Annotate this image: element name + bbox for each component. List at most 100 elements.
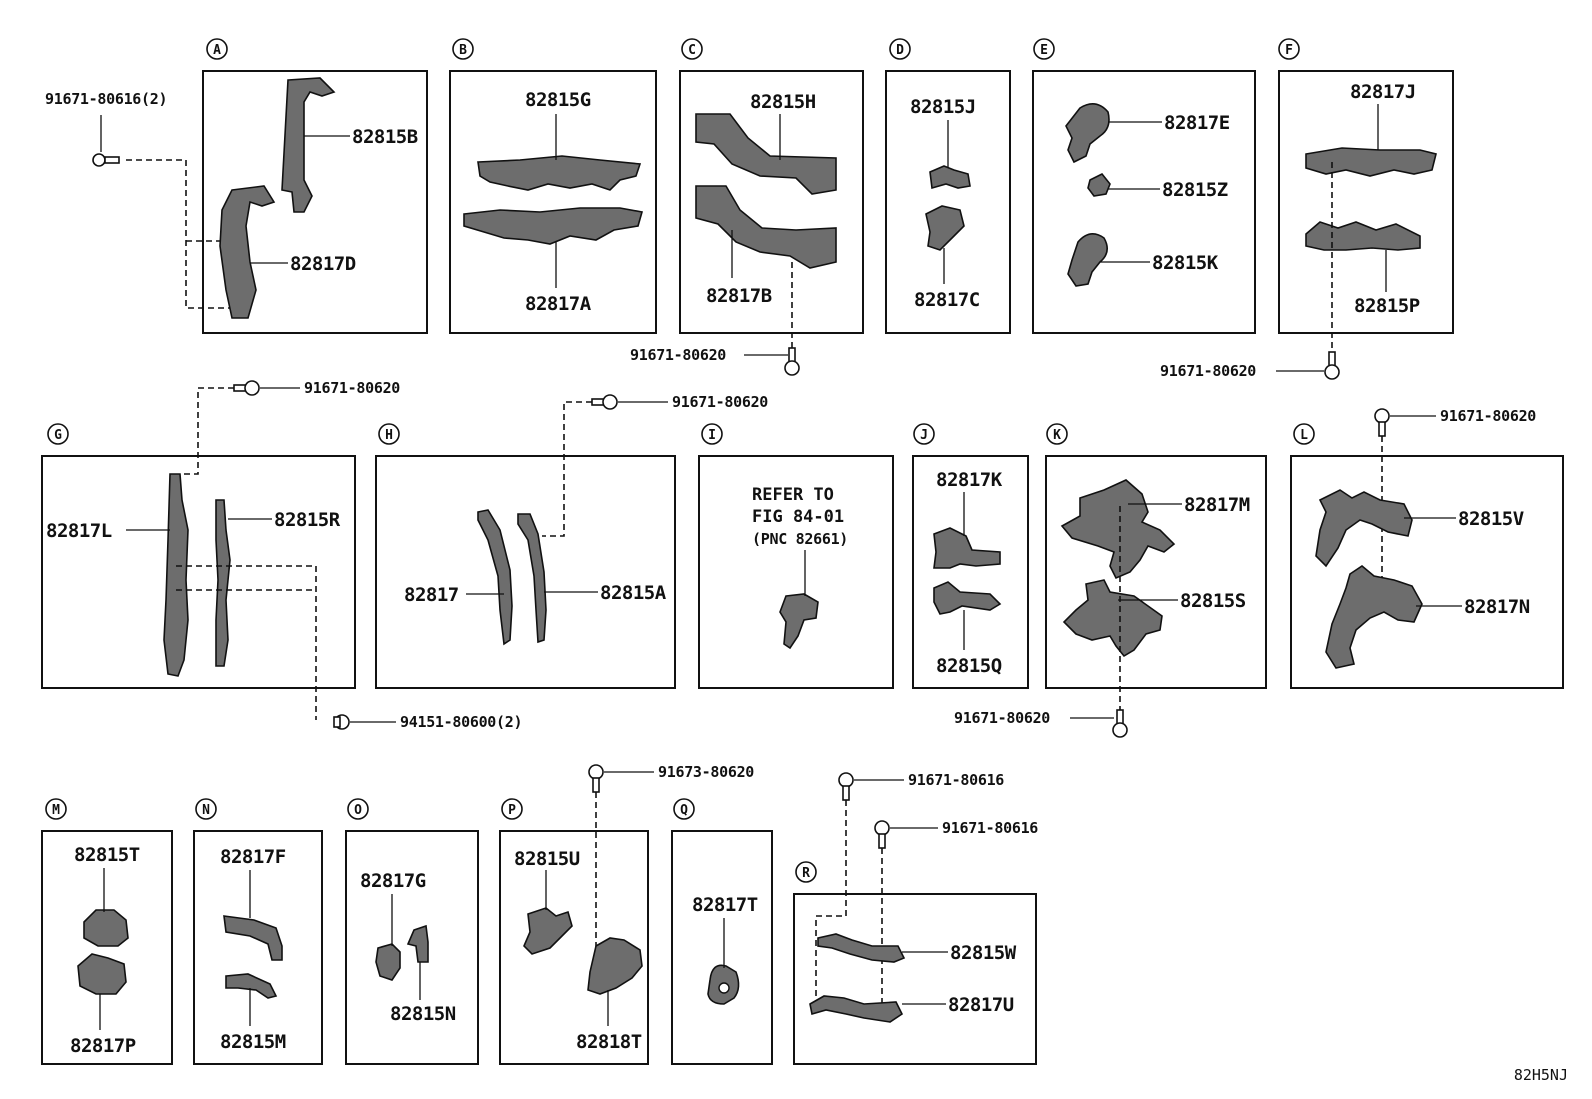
section-c-letter: C [688,43,696,58]
section-d: 82815J 82817C [910,96,980,311]
section-j: 82817K 82815Q [933,469,1003,677]
clip-part [83,909,129,947]
grommet-part [1067,233,1108,287]
section-f: 82817J 82815P 91671-80620 [1160,81,1437,380]
section-l-letter: L [1300,428,1308,443]
section-h-box [375,455,676,689]
part-label: 82818T [576,1031,642,1053]
bracket-part [1305,147,1437,177]
section-h: 82817 82815A 91671-80620 [404,393,769,646]
part-label: 82817U [948,994,1014,1016]
part-label: 82817D [290,253,356,275]
bracket-part [1305,221,1421,251]
section-n-box [193,830,323,1065]
fastener-label: 91671-80616 [942,819,1038,837]
section-m-letter: M [52,803,60,818]
section-g-box [41,455,356,689]
bracket-part [225,973,278,999]
part-label: 82817G [360,870,426,892]
part-label: 82815S [1180,590,1246,612]
channel-part [477,509,513,646]
bracket-part [779,593,819,650]
section-q-letter: Q [680,803,688,818]
bracket-part [219,185,276,319]
section-e-letter: E [1040,43,1048,58]
bracket-part [695,113,837,195]
part-label: 82817E [1164,112,1230,134]
part-label: 82815B [352,126,418,148]
bolt-icon [838,772,854,801]
nut-icon [333,714,350,730]
fastener-label: 94151-80600(2) [400,713,522,731]
section-i: REFER TO FIG 84-01 (PNC 82661) [752,485,848,650]
section-k: 82817M 82815S 91671-80620 [954,479,1250,738]
clip-part [406,924,429,963]
part-label: 82817P [70,1035,136,1057]
bolt-icon [874,820,890,849]
section-d-letter: D [896,43,904,58]
bracket-part [281,77,336,213]
section-d-box [885,70,1011,334]
bolt-icon [233,380,260,396]
section-m-box [41,830,173,1065]
bracket-part [933,527,1001,569]
bracket-part [809,995,904,1023]
fastener-label: 91673-80620 [658,763,754,781]
part-label: 82817J [1350,81,1416,103]
section-j-box [912,455,1029,689]
part-label: 82815U [514,848,580,870]
fastener-label: 91671-80616 [908,771,1004,789]
fastener-label: 91671-80620 [304,379,400,397]
section-o: 82817G 82815N [360,870,456,1025]
bracket-part [933,581,1002,615]
section-c: 82815H 82817B 91671-80620 [630,91,837,376]
section-a-box [202,70,428,334]
refer-note-line: REFER TO [752,485,834,505]
bracket-part [817,933,906,963]
part-label: 82815K [1152,252,1219,274]
section-q: 82817T [692,894,758,1005]
section-o-box [345,830,479,1065]
section-e-box [1032,70,1256,334]
section-b: 82815G 82817A [463,89,644,315]
bolt-icon [784,347,800,376]
refer-note-line: FIG 84-01 [752,507,844,527]
part-label: 82817M [1184,494,1250,516]
fastener-label: 91671-80620 [630,346,726,364]
fastener-label: 91671-80620 [1440,407,1536,425]
clip-part [375,943,401,981]
section-r-box [793,893,1037,1065]
section-f-letter: F [1285,43,1293,58]
clamp-part [929,165,971,190]
bolt-icon [1112,709,1128,738]
section-r-letter: R [802,866,810,881]
section-p: 91673-80620 82815U 82818T [514,763,755,1053]
section-o-letter: O [354,803,362,818]
part-label: 82817K [936,469,1003,491]
section-i-letter: I [708,428,716,443]
part-label: 82815G [525,89,591,111]
section-c-box [679,70,864,334]
section-p-box [499,830,649,1065]
part-label: 82815J [910,96,976,118]
bolt-icon [588,764,604,793]
clip-part [77,953,127,995]
section-h-letter: H [385,428,393,443]
bracket-part [1062,579,1163,658]
section-e: 82817E 82815Z 82815K [1065,103,1230,287]
section-letters: A B C D E F G H I J K L M N O P Q R [45,38,1315,883]
grommet-part [1065,103,1110,164]
section-a: 91671-80616(2) 82815B 82817D [45,77,418,319]
channel-part [517,513,547,644]
part-label: 82815Z [1162,179,1228,201]
part-label: 82815Q [936,655,1002,677]
bolt-icon [1374,408,1390,437]
part-label: 82815M [220,1031,286,1053]
fastener-label: 91671-80620 [954,709,1050,727]
section-m: 82815T 82817P [70,844,140,1057]
part-label: 82817L [46,520,112,542]
section-n: 82817F 82815M [220,846,286,1053]
part-label: 82815T [74,844,140,866]
section-q-box [671,830,773,1065]
